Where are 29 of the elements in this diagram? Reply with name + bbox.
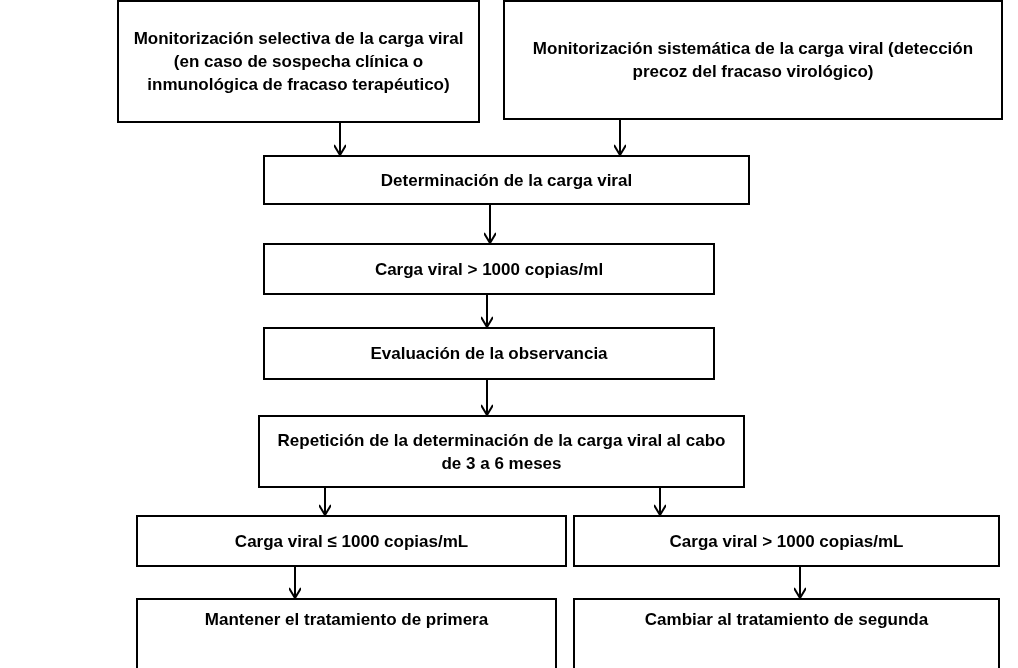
arrow [288,566,302,599]
process-box [136,598,557,668]
arrow [480,379,494,416]
box-text: Mantener el tratamiento de primera [203,609,490,631]
arrow [333,122,347,156]
arrow [793,566,807,599]
box-text: Monitorización selectiva de la carga viral (en caso de sospecha clínica o inmunológica de fracaso terapéutico) [132,28,465,96]
box-text: Carga viral > 1000 copias/ml [373,258,605,281]
process-box [263,327,715,380]
process-box [573,515,1000,567]
box-text: Evaluación de la observancia [369,343,609,365]
arrow [318,487,332,516]
box-text: Monitorización sistemática de la carga viral (detección precoz del fracaso virológico) [531,38,975,83]
box-text: Carga viral ≤ 1000 copias/mL [233,530,470,553]
process-box [263,155,750,205]
process-box [136,515,567,567]
arrow [653,487,667,516]
box-text: Determinación de la carga viral [379,169,634,192]
arrow [613,119,627,156]
process-box [263,243,715,295]
process-box [117,0,480,123]
process-box [573,598,1000,668]
box-text: Carga viral > 1000 copias/mL [668,530,905,553]
box-text: Cambiar al tratamiento de segunda [643,609,930,631]
arrow [483,204,497,244]
box-text: Repetición de la determinación de la carga viral al cabo de 3 a 6 meses [276,429,727,475]
arrow [480,294,494,328]
process-box [503,0,1003,120]
process-box [258,415,745,488]
